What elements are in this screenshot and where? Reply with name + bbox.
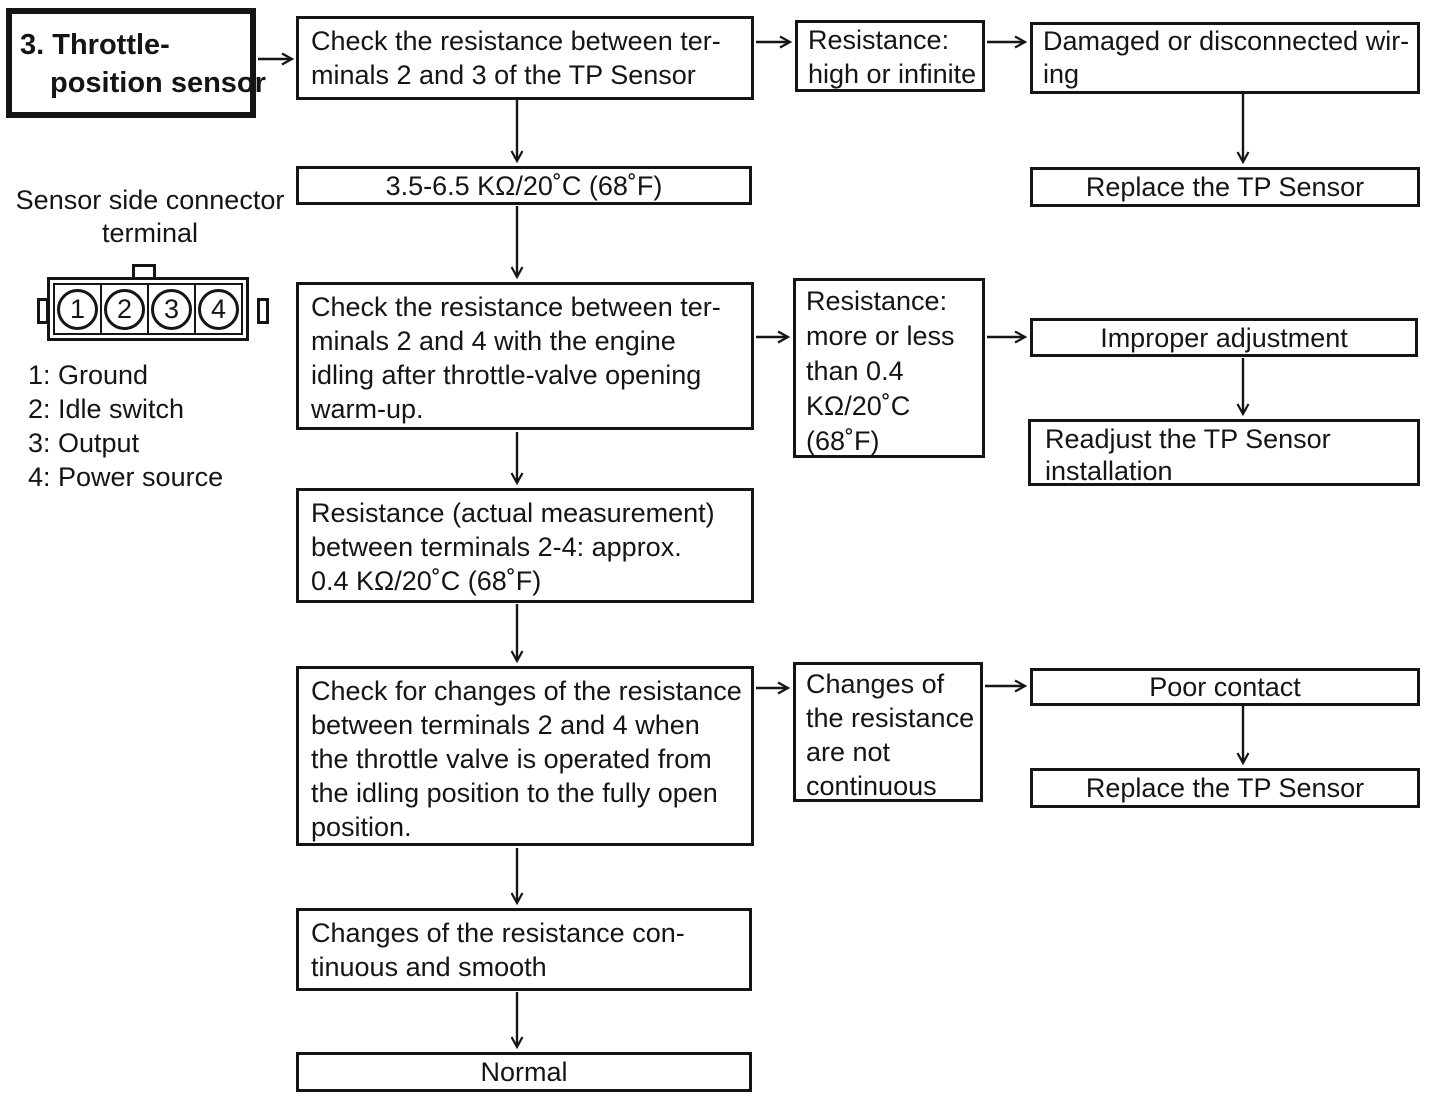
connector-side-tab-left xyxy=(37,298,49,324)
connector-body: 1 2 3 4 xyxy=(47,277,249,341)
title-line: 3. Throttle- xyxy=(20,29,170,61)
text-line: Damaged or disconnected wir- xyxy=(1043,26,1410,56)
text-line: 3.5-6.5 KΩ/20˚C (68˚F) xyxy=(385,170,663,201)
caption-line: terminal xyxy=(101,218,199,248)
text-line: tinuous and smooth xyxy=(311,952,547,982)
legend-item: 2: Idle switch xyxy=(28,394,185,424)
flow-box-start: 3. Throttle- position sensor xyxy=(6,8,266,118)
connector-cell: 4 xyxy=(196,285,241,333)
text-line: Readjust the TP Sensor xyxy=(1045,424,1331,454)
text-line: ing xyxy=(1043,59,1080,89)
text-line: (68˚F) xyxy=(806,426,880,456)
legend-item: 3: Output xyxy=(28,428,140,458)
text-line: than 0.4 xyxy=(806,356,904,386)
text-line: continuous xyxy=(806,771,937,801)
text-line: Resistance: xyxy=(808,25,950,55)
text-line: Check for changes of the resistance xyxy=(311,676,742,706)
text-line: high or infinite xyxy=(808,59,977,89)
text-line: KΩ/20˚C xyxy=(806,391,911,421)
text-line: Check the resistance between ter- xyxy=(311,292,721,322)
text-line: position. xyxy=(311,812,412,842)
connector-pin-2: 2 xyxy=(104,288,145,330)
flow-box-replace-tp-sensor-top: Replace the TP Sensor xyxy=(1030,167,1420,207)
connector-diagram: 1 2 3 4 xyxy=(37,264,269,346)
connector-caption: Sensor side connector terminal xyxy=(4,184,296,250)
flow-box-changes-continuous-smooth: Changes of the resistance con- tinuous a… xyxy=(296,908,752,991)
flow-box-changes-not-continuous: Changes of the resistance are not contin… xyxy=(793,662,983,802)
text-line: 0.4 KΩ/20˚C (68˚F) xyxy=(311,566,542,596)
text-line: the idling position to the fully open xyxy=(311,778,718,808)
connector-cell: 1 xyxy=(55,285,102,333)
text-line: Poor contact xyxy=(1149,672,1301,702)
text-line: idling after throttle-valve opening xyxy=(311,360,702,390)
legend-item: 4: Power source xyxy=(28,462,224,492)
connector-cell: 3 xyxy=(149,285,196,333)
text-line: warm-up. xyxy=(311,394,424,424)
flow-box-improper-adjustment: Improper adjustment xyxy=(1030,318,1418,357)
text-line: between terminals 2-4: approx. xyxy=(311,532,682,562)
flow-box-replace-tp-sensor-bottom: Replace the TP Sensor xyxy=(1030,768,1420,808)
flow-box-resistance-high-infinite: Resistance: high or infinite xyxy=(795,20,985,92)
connector-pin-3: 3 xyxy=(151,288,192,330)
flow-box-resistance-more-less: Resistance: more or less than 0.4 KΩ/20˚… xyxy=(793,278,985,458)
text-line: more or less xyxy=(806,321,955,351)
flow-box-readjust-tp-sensor: Readjust the TP Sensor installation xyxy=(1028,419,1420,486)
text-line: Improper adjustment xyxy=(1100,322,1348,353)
flow-box-check-resistance-2-4: Check the resistance between ter- minals… xyxy=(296,282,754,430)
connector-cell: 2 xyxy=(102,285,149,333)
text-line: installation xyxy=(1045,456,1173,486)
connector-side-tab-right xyxy=(257,298,269,324)
text-line: are not xyxy=(806,737,891,767)
text-line: minals 2 and 3 of the TP Sensor xyxy=(311,60,696,90)
flow-box-actual-measurement: Resistance (actual measurement) between … xyxy=(296,488,754,603)
connector-pin-1: 1 xyxy=(57,288,98,330)
text-line: Check the resistance between ter- xyxy=(311,26,721,56)
legend-item: 1: Ground xyxy=(28,360,149,390)
flow-box-damaged-wiring: Damaged or disconnected wir- ing xyxy=(1030,22,1420,94)
text-line: Replace the TP Sensor xyxy=(1085,172,1365,202)
flow-box-check-resistance-2-3: Check the resistance between ter- minals… xyxy=(296,16,754,100)
text-line: the throttle valve is operated from xyxy=(311,744,712,774)
text-line: the resistance xyxy=(806,703,975,733)
connector-pin-row: 1 2 3 4 xyxy=(53,283,243,335)
flow-box-normal: Normal xyxy=(296,1052,752,1092)
flow-box-check-resistance-changes: Check for changes of the resistance betw… xyxy=(296,666,754,846)
text-line: Replace the TP Sensor xyxy=(1085,773,1365,803)
text-line: Changes of xyxy=(806,669,945,699)
flow-box-spec-2-3: 3.5-6.5 KΩ/20˚C (68˚F) xyxy=(296,166,752,205)
caption-line: Sensor side connector xyxy=(15,185,285,215)
text-line: between terminals 2 and 4 when xyxy=(311,710,700,740)
connector-pin-4: 4 xyxy=(198,288,239,330)
text-line: minals 2 and 4 with the engine xyxy=(311,326,676,356)
flow-box-poor-contact: Poor contact xyxy=(1030,668,1420,706)
title-line: position sensor xyxy=(50,67,266,99)
text-line: Changes of the resistance con- xyxy=(311,918,685,948)
connector-pin-legend: 1: Ground 2: Idle switch 3: Output 4: Po… xyxy=(28,358,223,494)
text-line: Normal xyxy=(480,1057,568,1087)
text-line: Resistance: xyxy=(806,286,948,316)
text-line: Resistance (actual measurement) xyxy=(311,498,715,528)
